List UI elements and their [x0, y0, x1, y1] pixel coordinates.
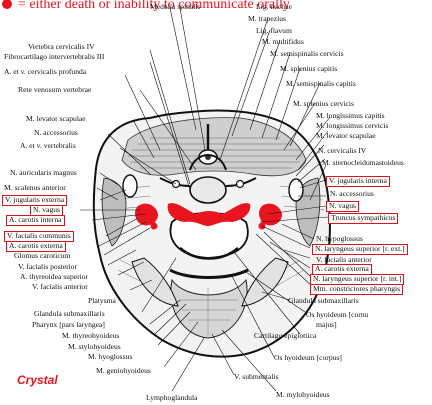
label-n-vagus-left: N. vagus	[30, 205, 63, 216]
vertebral-body	[189, 176, 227, 204]
label-m-mylohyoideus: M. mylohyoideus	[276, 390, 330, 399]
label-lig-flavum: Lig. flavum	[256, 26, 292, 35]
label-a-thyreoidea-superior: A. thyreoidea superior	[20, 272, 89, 281]
label-m-splenius-capitis: M. splenius capitis	[280, 64, 338, 73]
label-lymphoglandula: Lymphoglandula	[146, 393, 198, 402]
label-a-carotis-interna-left: A. carotis interna	[6, 215, 65, 226]
label-n-auricularis-magnus: N. auricularis magnus	[10, 168, 77, 177]
label-m-longissimus-capitis: M. longissimus capitis	[316, 111, 385, 120]
label-rete-venosum: Rete venosum vertebrae	[18, 85, 92, 94]
label-medulla-spinalis: Medulla spinalis	[150, 2, 201, 11]
submandibular-gland-left	[131, 257, 179, 307]
leader-lines	[80, 7, 331, 392]
legend: = either death or inability to communica…	[0, 0, 290, 13]
label-glomus-caroticum: Glomus caroticum	[14, 251, 71, 260]
label-os-hyoideum-cornu: Os hyoideum [cornu	[306, 310, 369, 319]
label-a-v-cervicalis-profunda: A. et v. cervicalis profunda	[4, 67, 87, 76]
label-m-geniohyoideus: M. geniohyoideus	[96, 366, 151, 375]
label-m-levator-scapulae-left: M. levator scapulae	[26, 114, 86, 123]
label-mm-constrictores-pharyngis: Mm. constrictores pharyngis	[310, 284, 404, 295]
label-truncus-sympathicus: Truncus sympathicus	[328, 213, 399, 224]
label-m-stylohyoideus: M. stylohyoideus	[68, 342, 121, 351]
label-a-carotis-externa-right: A. carotis externa	[312, 264, 372, 275]
label-glandula-submaxillaris-right: Glandula submaxillaris	[288, 296, 359, 305]
label-v-facialis-anterior-right: V. facialis anterior	[316, 255, 372, 264]
internal-jugular-vein-left	[122, 174, 138, 198]
label-m-splenius-cervicis: M. splenius cervicis	[293, 99, 354, 108]
label-a-v-vertebralis: A. et v. vertebralis	[20, 141, 76, 150]
tongue-hatching	[180, 288, 238, 336]
legend-red-dot-icon	[2, 0, 12, 9]
label-v-jugularis-externa: V. jugularis externa	[2, 195, 68, 206]
label-n-cervicalis-iv: N. cervicalis IV	[318, 146, 367, 155]
label-glandula-submaxillaris-left: Glandula submaxillaris	[34, 309, 105, 318]
label-v-facialis-communis: V. facialis communis	[4, 231, 74, 242]
highlighted-regions	[135, 203, 282, 230]
label-m-semispinalis-cervicis: M. semispinalis cervicis	[270, 49, 344, 58]
label-a-carotis-externa-left: A. carotis externa	[6, 241, 66, 252]
label-n-laryngeus-superior-ext: N. laryngeus superior [r. ext.]	[312, 244, 408, 255]
label-lig-nuchae: Lig. nuchae	[256, 2, 292, 11]
label-m-multifidus: M. multifidus	[262, 37, 304, 46]
label-m-hyoglossus: M. hyoglossus	[88, 352, 133, 361]
label-n-accessorius-left: N. accessorius	[34, 128, 78, 137]
label-n-hypoglossus: N. hypoglossus	[316, 234, 363, 243]
label-v-facialis-anterior-left: V. facialis anterior	[32, 282, 88, 291]
label-v-facialis-posterior: V. facialis posterior	[18, 262, 78, 271]
label-n-accessorius-right: N. accessorius	[330, 189, 374, 198]
label-vertebra-cervicalis: Vertebra cervicalis IV	[28, 42, 95, 51]
epiglottis	[179, 246, 239, 260]
posterior-muscle-mass	[121, 117, 307, 177]
label-platysma: Platysma	[88, 296, 116, 305]
legend-text: = either death or inability to communica…	[18, 0, 290, 12]
label-os-hyoideum-corpus: Os hyoideum [corpus]	[274, 353, 342, 362]
label-m-scalenus-anterior: M. scalenus anterior	[4, 183, 66, 192]
label-majus: majus]	[316, 320, 337, 329]
label-m-longissimus-cervicis: M. longissimus cervicis	[316, 121, 389, 130]
label-m-thyreohyoideus: M. thyreohyoideus	[62, 331, 120, 340]
hyoid-bone	[169, 268, 249, 279]
label-n-vagus-right: N. vagus	[326, 201, 359, 212]
vertebral-artery-right	[235, 179, 245, 189]
label-m-semispinalis-capitis: M. semispinalis capitis	[286, 79, 356, 88]
label-m-sternocleidomastoideus: M. sternocleidomastoideus	[322, 158, 404, 167]
label-v-jugularis-interna-right: V. jugularis interna	[326, 176, 390, 187]
label-v-submentalis: V. submentalis	[234, 372, 279, 381]
label-pharynx: Pharynx [pars laryngea]	[32, 320, 105, 329]
label-fibrocartilago: Fibrocartilago intervertebralis III	[4, 52, 105, 61]
label-n-laryngeus-superior-int: N. laryngeus superior [r. int.]	[310, 274, 405, 285]
label-cartilago-epiglottica: Cartilago epiglottica	[254, 331, 317, 340]
label-m-trapezius: M. trapezius	[248, 14, 286, 23]
submandibular-gland-right	[241, 257, 289, 307]
signature: Crystal	[17, 373, 58, 387]
internal-jugular-vein-right	[288, 178, 304, 202]
label-m-levator-scapulae-right: M. levator scapulae	[316, 131, 376, 140]
